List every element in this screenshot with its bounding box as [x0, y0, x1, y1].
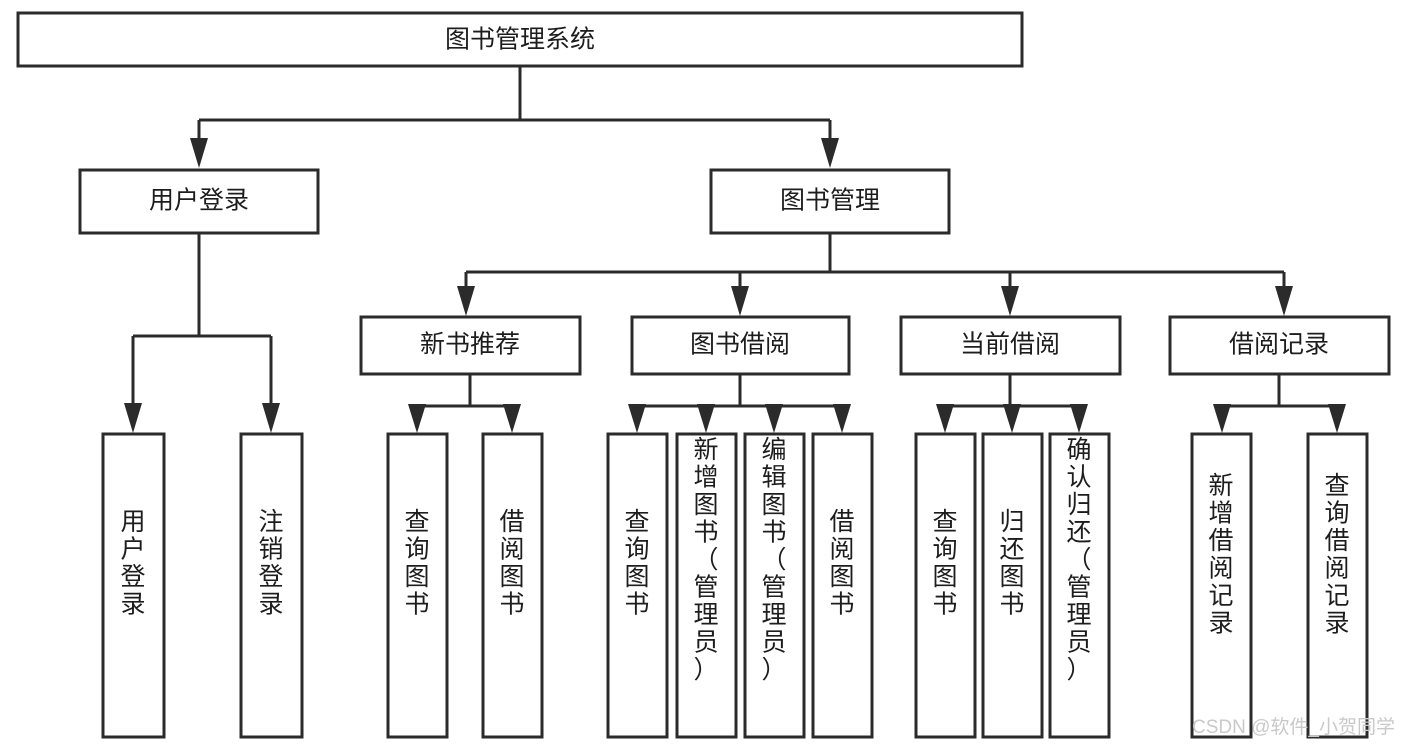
leaf-new-book-2-label: 借阅图书 — [499, 508, 524, 619]
leaf-book-borrow-4-box[interactable] — [811, 432, 874, 739]
arrow-borrow-record-leaf-2 — [1328, 404, 1346, 433]
leaf-user-login-2-box[interactable] — [239, 432, 304, 739]
leaf-book-borrow-1-label: 查询图书 — [624, 508, 649, 619]
leaf-book-borrow-1[interactable]: 查询图书 — [606, 432, 669, 739]
leaf-book-borrow-4-label: 借阅图书 — [829, 508, 854, 619]
leaf-current-borrow-2-label: 归还图书 — [999, 508, 1024, 619]
node-new-book-recommend-box[interactable] — [359, 315, 582, 376]
leaf-new-book-1-label: 查询图书 — [404, 508, 429, 619]
arrow-root-to-book-manage — [821, 138, 839, 168]
leaf-user-login-2[interactable]: 注销登录 — [239, 432, 304, 739]
leaf-borrow-record-2-label: 查询借阅记录 — [1324, 472, 1349, 638]
arrow-current-borrow-leaf-3 — [1070, 404, 1088, 433]
leaf-borrow-record-1-label: 新增借阅记录 — [1208, 472, 1233, 638]
node-new-book-recommend-label: 新书推荐 — [420, 331, 520, 359]
arrow-book-manage-to-new-book — [457, 286, 475, 316]
leaf-current-borrow-1-box[interactable] — [914, 432, 977, 739]
leaf-book-borrow-2-box[interactable] — [675, 432, 738, 739]
leaf-new-book-1[interactable]: 查询图书 — [386, 432, 449, 739]
arrow-book-borrow-leaf-1 — [628, 404, 646, 433]
node-new-book-recommend[interactable]: 新书推荐 — [359, 315, 582, 376]
leaf-new-book-2-box[interactable] — [481, 432, 544, 739]
leaf-current-borrow-1[interactable]: 查询图书 — [914, 432, 977, 739]
leaf-current-borrow-3-box[interactable] — [1048, 432, 1111, 739]
leaf-user-login-2-label: 注销登录 — [258, 508, 283, 619]
leaf-book-borrow-3-label: 编辑图书（管理员） — [761, 436, 786, 684]
arrow-current-borrow-leaf-1 — [936, 404, 954, 433]
arrow-book-manage-to-borrow-record — [1275, 286, 1293, 316]
node-borrow-record[interactable]: 借阅记录 — [1168, 315, 1391, 376]
leaf-borrow-record-2[interactable]: 查询借阅记录 — [1306, 432, 1369, 739]
arrow-borrow-record-leaf-1 — [1213, 404, 1231, 433]
leaf-book-borrow-3-box[interactable] — [743, 432, 806, 739]
leaf-user-login-1-box[interactable] — [101, 432, 166, 739]
arrow-root-to-user-login — [190, 138, 208, 168]
leaf-book-borrow-3[interactable]: 编辑图书（管理员） — [743, 432, 806, 739]
leaf-borrow-record-2-box[interactable] — [1306, 432, 1369, 739]
leaf-current-borrow-2[interactable]: 归还图书 — [981, 432, 1044, 739]
leaf-borrow-record-1-box[interactable] — [1190, 432, 1253, 739]
node-book-borrow-label: 图书借阅 — [690, 331, 790, 359]
node-user-login[interactable]: 用户登录 — [78, 168, 320, 235]
arrow-new-book-leaf-2 — [503, 404, 521, 433]
node-current-borrow[interactable]: 当前借阅 — [899, 315, 1122, 376]
leaf-book-borrow-2-label: 新增图书（管理员） — [693, 436, 718, 684]
leaf-new-book-1-box[interactable] — [386, 432, 449, 739]
node-root-label: 图书管理系统 — [445, 26, 595, 54]
node-user-login-box[interactable] — [78, 168, 320, 235]
leaf-current-borrow-2-box[interactable] — [981, 432, 1044, 739]
arrow-new-book-leaf-1 — [408, 404, 426, 433]
node-borrow-record-box[interactable] — [1168, 315, 1391, 376]
node-borrow-record-label: 借阅记录 — [1229, 331, 1329, 359]
leaf-borrow-record-1[interactable]: 新增借阅记录 — [1190, 432, 1253, 739]
leaf-user-login-1-label: 用户登录 — [120, 508, 145, 619]
node-root[interactable]: 图书管理系统 — [16, 11, 1024, 68]
arrow-book-borrow-leaf-4 — [833, 404, 851, 433]
node-book-manage-label: 图书管理 — [780, 187, 880, 215]
leaf-book-borrow-2[interactable]: 新增图书（管理员） — [675, 432, 738, 739]
csdn-watermark: CSDN @软件_小贺同学 — [1192, 716, 1395, 738]
node-book-manage-box[interactable] — [709, 168, 951, 235]
arrow-book-borrow-leaf-3 — [765, 404, 783, 433]
node-current-borrow-label: 当前借阅 — [960, 331, 1060, 359]
node-current-borrow-box[interactable] — [899, 315, 1122, 376]
node-book-borrow-box[interactable] — [630, 315, 851, 376]
connector-layer — [124, 66, 1346, 433]
arrow-book-borrow-leaf-2 — [697, 404, 715, 433]
arrow-current-borrow-leaf-2 — [1003, 404, 1021, 433]
leaf-current-borrow-3-label: 确认归还（管理员） — [1066, 436, 1091, 684]
node-user-login-label: 用户登录 — [149, 187, 249, 215]
arrow-user-login-leaf-2 — [262, 403, 280, 433]
leaf-user-login-1[interactable]: 用户登录 — [101, 432, 166, 739]
arrow-book-manage-to-current-borrow — [1001, 286, 1019, 316]
leaf-current-borrow-3[interactable]: 确认归还（管理员） — [1048, 432, 1111, 739]
node-book-borrow[interactable]: 图书借阅 — [630, 315, 851, 376]
node-book-manage[interactable]: 图书管理 — [709, 168, 951, 235]
leaf-book-borrow-4[interactable]: 借阅图书 — [811, 432, 874, 739]
arrow-user-login-leaf-1 — [124, 403, 142, 433]
leaf-new-book-2[interactable]: 借阅图书 — [481, 432, 544, 739]
arrow-book-manage-to-book-borrow — [731, 286, 749, 316]
leaf-book-borrow-1-box[interactable] — [606, 432, 669, 739]
node-root-box[interactable] — [16, 11, 1024, 68]
leaf-current-borrow-1-label: 查询图书 — [932, 508, 957, 619]
